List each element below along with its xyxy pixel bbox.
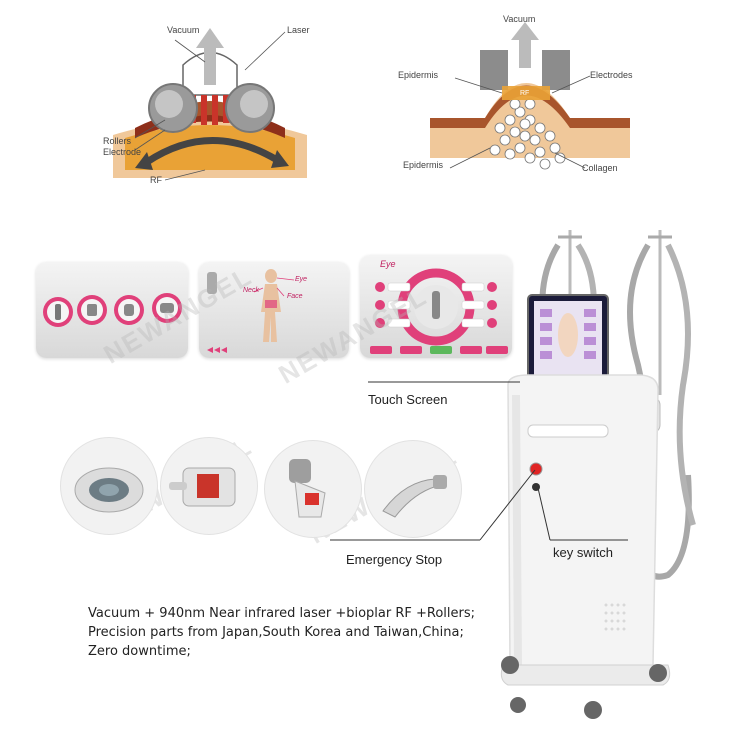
screen2-tag-eye: Eye [295,276,308,283]
label-rf: RF [150,175,162,185]
screen3-title: Eye [380,259,396,269]
handpiece-circle-3 [264,440,362,538]
diagram-vacuum-laser-rollers: Vacuum Laser Rollers Electrode RF [95,10,325,190]
handpiece-circle-4 [364,440,462,538]
label-vacuum-left: Vacuum [167,25,200,35]
callout-emergency-stop: Emergency Stop [346,552,443,567]
vacuum-roller-handpiece-icon [74,467,144,513]
handpiece-circle-2 [160,437,258,535]
diagram-rf-electrodes-collagen: Vacuum Epidermis Electrodes RF Epidermis… [390,8,650,188]
description-line-2: Precision parts from Japan,South Korea a… [88,625,464,640]
description-line-3: Zero downtime; [88,644,191,659]
screen2-tag-face: Face [287,293,303,300]
handpiece-icons-row [43,293,182,327]
feature-description: Vacuum + 940nm Near infrared laser +biop… [88,604,475,661]
callout-touch-screen: Touch Screen [368,392,448,407]
callout-key-switch: key switch [553,545,613,560]
rf-handpiece-icon [169,467,236,507]
body-figure-graphic [207,269,295,353]
device-machine [488,225,708,720]
screen-panel-3: Eye [360,255,512,358]
label-vacuum-right: Vacuum [503,14,536,24]
label-laser: Laser [287,25,310,35]
label-rf-inner: RF [520,90,530,97]
screen2-tag-neck: Neck [243,287,259,294]
small-vacuum-handpiece-icon [289,459,326,518]
label-collagen: Collagen [582,163,618,173]
wand-handpiece-icon [382,475,447,518]
label-epidermis-bottom: Epidermis [403,160,444,170]
diagram-left-graphic [113,28,307,181]
description-line-1: Vacuum + 940nm Near infrared laser +biop… [88,606,475,621]
control-wheel-graphic [370,268,508,354]
screen-panel-1 [36,262,188,358]
screen-panel-2: Eye Neck Face [199,262,349,358]
label-electrode: Electrode [103,147,142,157]
handpiece-circle-1 [60,437,158,535]
label-epidermis-top: Epidermis [398,70,439,80]
machine-graphic [500,230,696,719]
label-rollers: Rollers [103,136,132,146]
diagram-right-graphic [430,22,630,170]
label-electrodes: Electrodes [590,70,633,80]
